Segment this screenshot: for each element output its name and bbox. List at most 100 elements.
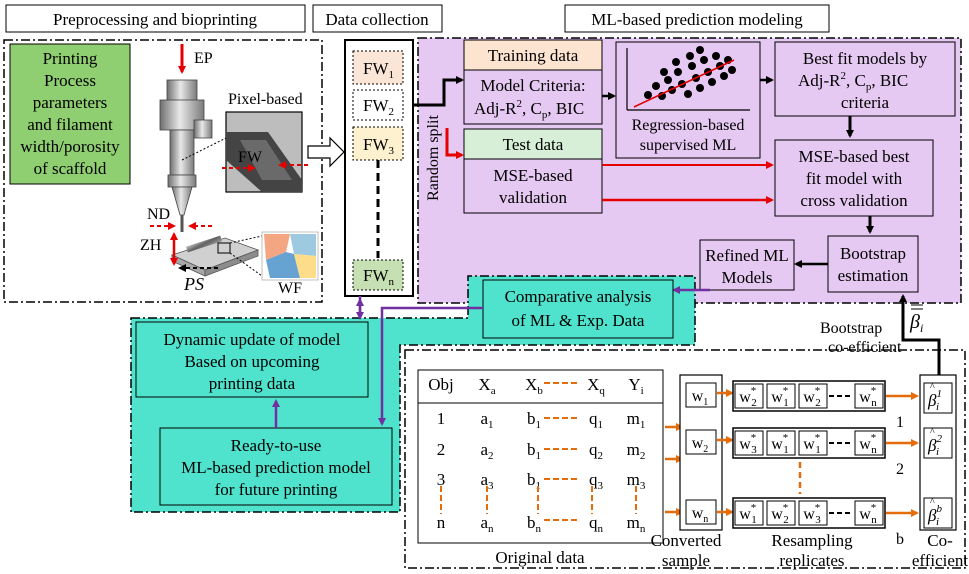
wf-zoom-line-bottom <box>229 252 263 277</box>
printing-line-1: Printing <box>43 49 98 68</box>
ep-label: EP <box>194 50 213 67</box>
coefficient-caption-2: efficient <box>912 551 969 570</box>
scatter-point <box>720 72 728 80</box>
replicate-cell: w*1 <box>803 432 821 456</box>
table-cell: b1 <box>527 440 541 462</box>
coefficient-to-bootstrap-arrow <box>899 294 941 390</box>
refined-ml-models-box: Refined ML Models <box>699 239 795 291</box>
preprocessing-region <box>3 39 323 303</box>
replicate-cell-box <box>798 430 828 456</box>
printing-line-6: of scaffold <box>34 159 107 178</box>
table-cell: mn <box>627 513 646 535</box>
table-cell: bn <box>527 513 542 535</box>
random-split-label: Random split <box>425 115 442 201</box>
coefficient-hat: ^ <box>930 427 935 438</box>
replicate-index: b <box>896 531 904 548</box>
replicate-cell-box <box>734 500 764 526</box>
scatter-point <box>712 52 720 60</box>
svg-text:ML-based prediction model: ML-based prediction model <box>181 458 371 477</box>
bootstrap-estimation-box: Bootstrap estimation <box>827 235 919 293</box>
fw1-box: FW1 <box>352 50 404 85</box>
best-fit-models-box: Best fit models by Adj-R2, Cp, BIC crite… <box>774 41 956 117</box>
replicate-cell-box <box>854 430 884 456</box>
fwn-box: FWn <box>352 259 404 291</box>
wf-zoom-line-top <box>229 235 263 244</box>
table-cell: 3 <box>437 470 446 489</box>
wf-label: WF <box>278 280 302 297</box>
svg-text:criteria: criteria <box>841 93 890 112</box>
coefficient-caption-1: Co- <box>927 531 953 550</box>
printing-line-3: parameters <box>33 93 108 112</box>
svg-text:FW2: FW2 <box>363 96 394 118</box>
replicate-cell: w*3 <box>803 502 821 526</box>
table-cell: n <box>437 513 446 532</box>
scatter-point <box>644 91 652 99</box>
svg-text:ML-based prediction modeling: ML-based prediction modeling <box>591 10 803 29</box>
coefficient-hat: ^ <box>930 382 935 393</box>
bootstrap-region <box>404 349 966 569</box>
scatter-point <box>674 68 682 76</box>
table-cell: a2 <box>480 440 493 462</box>
scatter-point <box>696 84 704 92</box>
split-arrow-to-training <box>413 76 464 107</box>
fw2-box: FW2 <box>352 89 404 121</box>
svg-text:for future printing: for future printing <box>215 480 338 499</box>
ps-label: PS <box>183 274 204 294</box>
table-cell: q3 <box>589 470 604 492</box>
dynamic-update-box: Dynamic update of model Based on upcomin… <box>135 321 369 398</box>
table-header-cell: Xq <box>587 375 605 397</box>
regression-box: Regression-based supervised ML <box>615 41 761 159</box>
replicate-cell-box <box>854 500 884 526</box>
svg-text:Dynamic update of model: Dynamic update of model <box>163 330 340 349</box>
svg-text:MSE-based best: MSE-based best <box>799 147 910 166</box>
table-cell: q1 <box>589 409 603 431</box>
replicate-cell-box <box>734 430 764 456</box>
converted-item: w2 <box>692 435 709 455</box>
replicate-index: 1 <box>896 414 904 431</box>
printing-line-4: and filament <box>27 115 113 134</box>
table-header-cell: Obj <box>428 375 454 394</box>
scatter-point <box>686 52 694 60</box>
table-cell: a1 <box>480 409 493 431</box>
svg-text:Best fit models by: Best fit models by <box>803 49 928 68</box>
svg-text:Regression-based: Regression-based <box>632 117 745 134</box>
table-cell: m2 <box>627 440 646 462</box>
replicate-cell-box <box>766 383 796 409</box>
pixel-based-image <box>225 111 303 193</box>
ready-to-use-model-box: Ready-to-use ML-based prediction model f… <box>159 427 393 506</box>
table-cell: a3 <box>480 470 494 492</box>
svg-text:Adj-R2, Cp, BIC: Adj-R2, Cp, BIC <box>798 70 908 93</box>
replicate-cell: w*2 <box>771 502 789 526</box>
svg-text:fit model with: fit model with <box>806 169 903 188</box>
nozzle-zoom-line <box>181 137 227 161</box>
section-title-ml-modeling: ML-based prediction modeling <box>564 4 830 33</box>
wf-pore-image <box>261 231 319 281</box>
printing-line-2: Process <box>44 71 96 90</box>
section-title-preprocessing: Preprocessing and bioprinting <box>5 4 306 33</box>
pixel-based-label: Pixel-based <box>228 91 303 108</box>
converted-item-box <box>685 499 717 525</box>
regression-fit-line <box>633 59 735 108</box>
table-cell: m3 <box>627 470 646 492</box>
replicate-cell-box <box>798 500 828 526</box>
scatter-point <box>684 90 692 98</box>
original-data-caption: Original data <box>495 548 585 567</box>
converted-item: w1 <box>692 388 709 408</box>
replicate-cell: w*n <box>859 502 877 526</box>
scatter-point <box>688 62 696 70</box>
table-cell: 2 <box>437 440 446 459</box>
svg-text:validation: validation <box>499 188 567 207</box>
scatter-point <box>664 76 672 84</box>
table-cell: 1 <box>437 409 446 428</box>
table-cell: b1 <box>527 409 541 431</box>
replicate-cell: w*1 <box>771 432 789 456</box>
coefficient-hat: ^ <box>930 497 935 508</box>
section-title-data-collection: Data collection <box>312 4 443 33</box>
table-cell: qn <box>589 513 604 535</box>
converted-item-box <box>685 382 717 408</box>
table-header-cell: Xb <box>525 375 543 397</box>
scatter-point <box>652 82 660 90</box>
